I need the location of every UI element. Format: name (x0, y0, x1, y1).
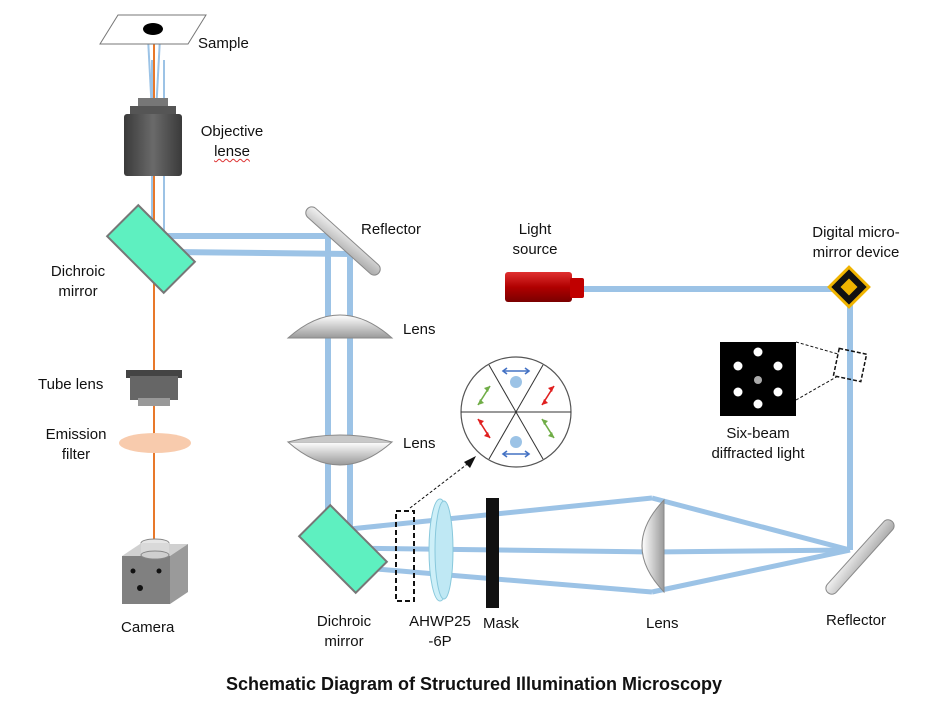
label-dichroic-bottom-line1: Dichroic (316, 613, 372, 630)
mask (486, 498, 499, 608)
six-beam-pattern (720, 342, 796, 416)
lens-bottom (641, 498, 665, 594)
label-dmd-line2: mirror device (812, 244, 900, 261)
label-camera: Camera (121, 619, 175, 636)
polarizer-highlight-box (395, 510, 415, 602)
light-source (505, 272, 584, 302)
label-lens-bottom: Lens (646, 615, 679, 632)
label-objective-line2: lense (214, 143, 250, 160)
label-lens-upper: Lens (403, 321, 436, 338)
label-tube-lens: Tube lens (38, 376, 104, 393)
label-emission-line2: filter (61, 446, 91, 463)
label-reflector-top: Reflector (361, 221, 422, 238)
ahwp-waveplate (428, 498, 454, 602)
objective-lens (124, 98, 182, 176)
label-dmd-line1: Digital micro- (812, 224, 900, 241)
label-sample: Sample (198, 35, 249, 52)
polarization-inset (460, 356, 572, 468)
dichroic-mirror-top (105, 203, 197, 295)
label-mask: Mask (483, 615, 519, 632)
label-light-source-line1: Light (518, 221, 552, 238)
label-dichroic-top-line2: mirror (58, 283, 98, 300)
lens-upper (286, 314, 394, 339)
reflector-bottom (825, 519, 895, 595)
label-six-beam-line1: Six-beam (726, 425, 790, 442)
dichroic-mirror-bottom (297, 503, 389, 595)
camera (122, 538, 188, 604)
six-beam-sample-box (832, 347, 868, 383)
lens-middle (286, 441, 394, 466)
tube-lens (126, 370, 182, 406)
sample-slide (99, 14, 207, 45)
label-light-source-line2: source (512, 241, 558, 258)
label-lens-middle: Lens (403, 435, 436, 452)
label-six-beam-line2: diffracted light (711, 445, 805, 462)
digital-micromirror-device (827, 265, 871, 309)
emission-filter (119, 433, 191, 453)
label-ahwp-line1: AHWP25 (409, 613, 471, 630)
label-emission-line1: Emission (45, 426, 107, 443)
reflector-top (305, 206, 381, 276)
label-objective-line1: Objective (200, 123, 264, 140)
label-ahwp-line2: -6P (428, 633, 452, 650)
label-dichroic-bottom-line2: mirror (324, 633, 364, 650)
diagram-title: Schematic Diagram of Structured Illumina… (225, 674, 723, 694)
label-dichroic-top-line1: Dichroic (50, 263, 106, 280)
label-reflector-bottom: Reflector (826, 612, 887, 629)
